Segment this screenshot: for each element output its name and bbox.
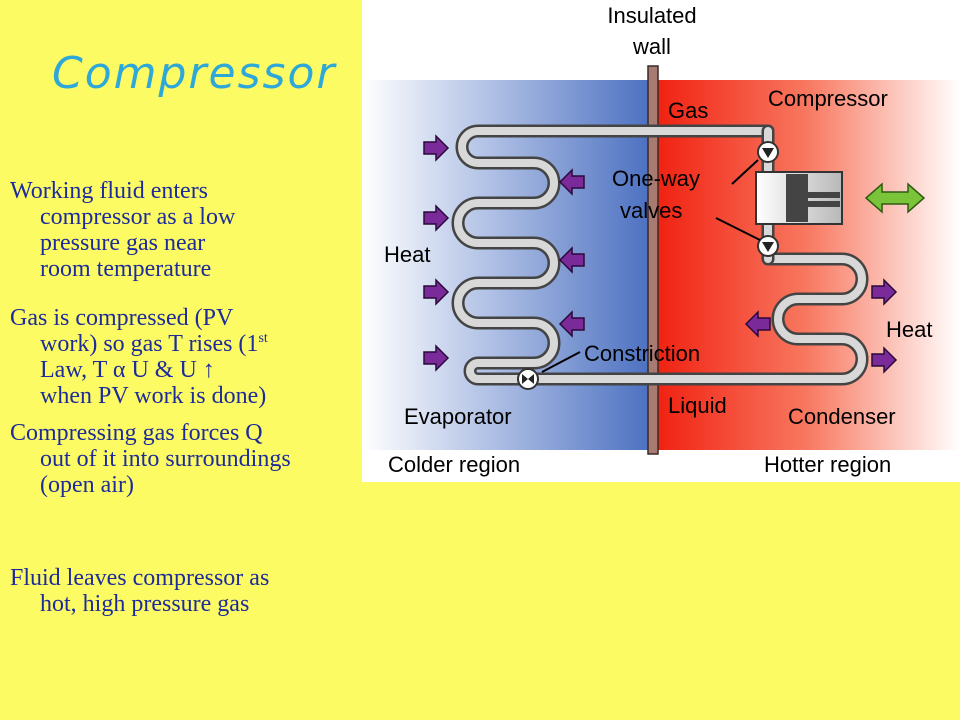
bullet-4-line-2: hot, high pressure gas — [40, 591, 250, 617]
heat-arrow-in-3 — [423, 278, 450, 306]
bullet-2-line-4: when PV work is done) — [40, 383, 267, 409]
bullet-1-line-4: room temperature — [40, 256, 212, 282]
condenser-label: Condenser — [788, 404, 896, 429]
constriction-label: Constriction — [584, 341, 700, 366]
superscript-st: st — [258, 331, 268, 346]
gas-label: Gas — [668, 98, 708, 123]
heat-arrow-out-2 — [871, 346, 898, 374]
valve-top-icon — [757, 141, 779, 163]
heat-arrow-out-1 — [871, 278, 898, 306]
heat-arrow-in-2 — [423, 204, 450, 232]
leader-lines — [541, 159, 761, 373]
colder-region-label: Colder region — [388, 452, 520, 477]
cold-region — [362, 80, 654, 450]
piston-motion-arrow-icon — [864, 182, 926, 214]
heat-arrow-in-6 — [558, 246, 585, 274]
heat-arrow-back — [744, 310, 771, 338]
valve-bottom-icon — [757, 235, 779, 257]
bullet-2: Gas is compressed (PV work) so gas T ris… — [10, 305, 370, 409]
bullet-2-line-3: Law, T α U & U ↑ — [40, 357, 215, 383]
wall-label-line-2: wall — [632, 34, 671, 59]
compressor-cylinder — [755, 171, 843, 225]
heat-arrow-in-7 — [558, 310, 585, 338]
bullet-4-line-1: Fluid leaves compressor as — [10, 565, 270, 591]
constriction-valve-icon — [517, 368, 539, 390]
bullet-4: Fluid leaves compressor as hot, high pre… — [10, 565, 370, 617]
liquid-label: Liquid — [668, 393, 727, 418]
bullet-1-line-1: Working fluid enters — [10, 178, 209, 204]
heat-arrow-in-4 — [423, 344, 450, 372]
compressor-label: Compressor — [768, 86, 888, 111]
heat-arrows — [423, 134, 898, 374]
heat-arrow-in-1 — [423, 134, 450, 162]
bullet-3-line-1: Compressing gas forces Q — [10, 420, 263, 446]
bullet-2-line-1: Gas is compressed (PV — [10, 305, 234, 331]
hotter-region-label: Hotter region — [764, 452, 891, 477]
valves-label-line-2: valves — [620, 198, 682, 223]
bullet-3: Compressing gas forces Q out of it into … — [10, 420, 370, 498]
refrigeration-diagram: Insulated wall Gas Compressor One-way va… — [362, 0, 960, 482]
bullet-2-line-2: work) so gas T rises (1st — [10, 331, 370, 357]
insulated-wall — [647, 65, 659, 455]
slide-title: Compressor — [52, 48, 337, 99]
bullet-1-line-2: compressor as a low — [40, 204, 236, 230]
valves-label-line-1: One-way — [612, 166, 700, 191]
bullet-1: Working fluid enters compressor as a low… — [10, 178, 370, 282]
heat-left-label: Heat — [384, 242, 430, 267]
bullet-3-line-2: out of it into surroundings — [40, 446, 291, 472]
heat-arrow-in-5 — [558, 168, 585, 196]
heat-right-label: Heat — [886, 317, 932, 342]
bullet-1-line-3: pressure gas near — [40, 230, 206, 256]
evaporator-label: Evaporator — [404, 404, 512, 429]
bullet-2-line-2-text: work) so gas T rises (1 — [40, 331, 259, 357]
bullet-3-line-3: (open air) — [40, 472, 134, 498]
wall-label-line-1: Insulated — [607, 3, 696, 28]
